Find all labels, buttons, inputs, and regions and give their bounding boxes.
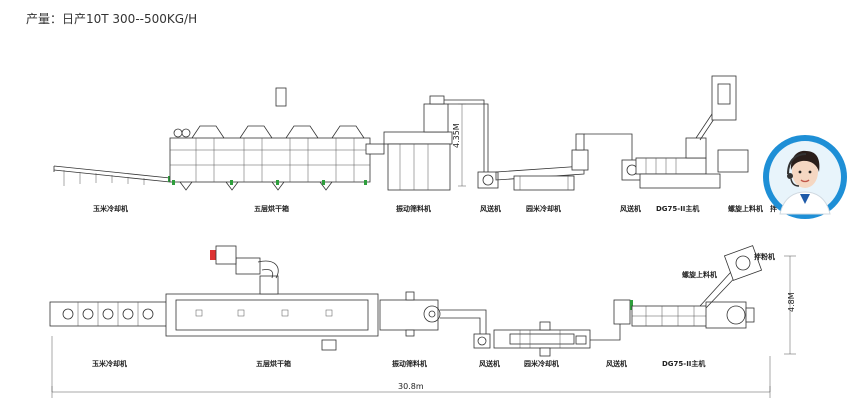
bottom-blower-1: [473, 333, 491, 349]
bottom-mixer: [723, 245, 763, 281]
top-rotary-cooler: [495, 133, 633, 191]
bottom-row-plan: 4.8M 30.8m 玉米冷却机 五层烘干箱 振动筛料机 风送机 园米冷却机 风…: [49, 245, 796, 398]
bottom-label-blower-2: 风送机: [606, 359, 627, 368]
top-label-main-machine: DG75-II主机: [656, 204, 699, 213]
bottom-label-rotary-cooler: 园米冷却机: [524, 359, 559, 368]
top-label-cooler: 玉米冷却机: [93, 204, 128, 213]
top-height-dimension-text: 4.35M: [452, 123, 461, 148]
bottom-label-blower-1: 风送机: [479, 359, 500, 368]
top-main-machine: [635, 75, 749, 189]
bottom-length-dimension-text: 30.8m: [398, 382, 424, 391]
bottom-label-main-machine: DG75-II主机: [662, 359, 705, 368]
bottom-vibrator: [379, 291, 487, 337]
bottom-label-vibrator: 振动筛料机: [392, 359, 427, 368]
top-blower-1: [477, 171, 499, 189]
bottom-length-dimension: 30.8m: [51, 336, 771, 398]
top-cooler: [53, 165, 172, 186]
top-label-mixer: 拌: [770, 204, 777, 213]
top-label-blower-1: 风送机: [480, 204, 501, 213]
bottom-height-dimension: 4.8M: [784, 255, 796, 355]
bottom-main-machine: [631, 301, 755, 329]
top-label-blower-2: 风送机: [620, 204, 641, 213]
bottom-height-dimension-text: 4.8M: [787, 292, 796, 312]
production-capacity-caption: 产量：日产10T 300--500KG/H: [26, 12, 198, 26]
bottom-rotary-cooler: [493, 316, 621, 357]
top-label-vibrator: 振动筛料机: [396, 204, 431, 213]
bottom-cooler: [49, 301, 169, 327]
top-vibrator: [383, 95, 489, 191]
bottom-label-dryer: 五层烘干箱: [256, 359, 291, 368]
top-label-dryer: 五层烘干箱: [254, 204, 289, 213]
bottom-blower-2: [613, 299, 633, 325]
bottom-label-screw-feeder: 螺旋上料机: [682, 270, 717, 279]
bottom-dryer: [165, 245, 379, 351]
customer-service-avatar-icon[interactable]: [762, 134, 848, 220]
top-height-dimension: 4.35M: [452, 103, 466, 187]
top-label-rotary-cooler: 园米冷却机: [526, 204, 561, 213]
bottom-label-cooler: 玉米冷却机: [92, 359, 127, 368]
bottom-label-mixer: 拌粉机: [754, 252, 775, 261]
top-label-screw-feeder: 螺旋上料机: [728, 204, 763, 213]
top-dryer: [169, 87, 385, 191]
top-row-elevation: 4.35M: [53, 75, 777, 213]
